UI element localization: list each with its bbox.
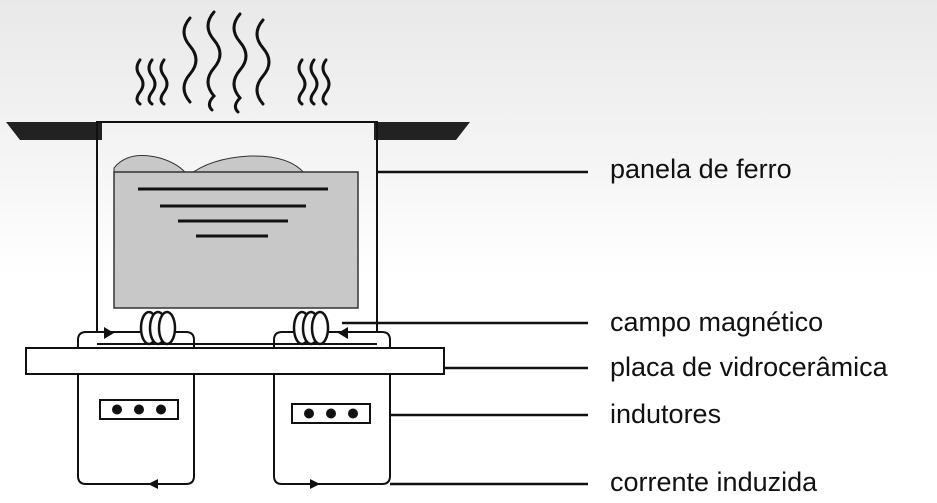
coil-dot	[156, 404, 166, 415]
arrow-icon	[310, 479, 320, 489]
label-iron-pan: panela de ferro	[610, 154, 792, 184]
leader-lines	[342, 170, 588, 486]
label-ceramic-plate: placa de vidrocerâmica	[610, 352, 888, 382]
arrow-icon	[338, 327, 348, 339]
steam-wave	[255, 18, 271, 106]
steam-wave	[321, 58, 331, 106]
steam-wave	[206, 10, 222, 112]
steam-wave	[309, 58, 319, 106]
heat-lines	[138, 187, 328, 238]
magnetic-field-right	[292, 310, 330, 346]
steam-wave	[232, 12, 248, 114]
food-contents	[113, 171, 359, 309]
steam-wave	[159, 58, 169, 106]
steam-wave	[147, 58, 157, 106]
label-magnetic-field: campo magnético	[610, 307, 824, 337]
coil-dot	[304, 408, 314, 419]
magnetic-field-left	[139, 310, 177, 346]
steam-wave	[135, 58, 145, 106]
coil-dot	[326, 408, 336, 419]
label-inductors: indutores	[610, 399, 722, 429]
pan-handle-right	[374, 122, 470, 140]
coil-dot	[112, 404, 122, 415]
steam-wave	[182, 16, 198, 104]
ceramic-plate	[25, 347, 445, 375]
coil-dot	[134, 404, 144, 415]
label-induced-current: corrente induzida	[610, 467, 818, 497]
coil-dot	[348, 408, 358, 419]
steam-wave	[297, 58, 307, 106]
arrow-icon	[104, 327, 114, 339]
arrow-icon	[148, 479, 158, 489]
steam-waves	[135, 10, 331, 114]
pan-handle-left	[6, 122, 102, 140]
